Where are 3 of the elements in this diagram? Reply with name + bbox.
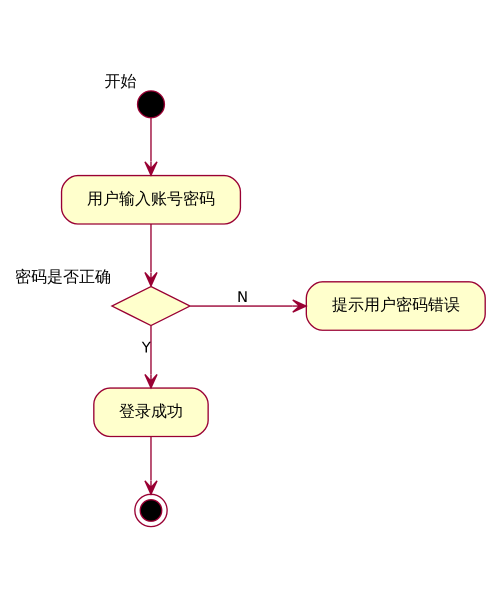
edge-label: N (237, 288, 248, 306)
node-label: 开始 (104, 71, 137, 90)
node-label: 密码是否正确 (14, 266, 111, 286)
